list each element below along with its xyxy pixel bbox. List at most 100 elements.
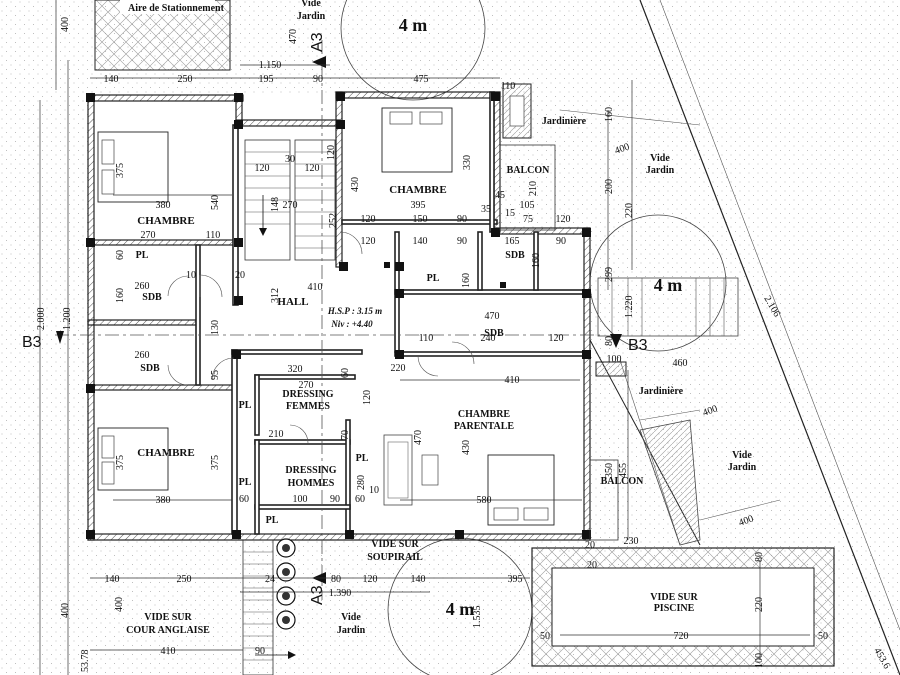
svg-text:210: 210 bbox=[269, 429, 284, 440]
svg-text:100: 100 bbox=[293, 494, 308, 505]
svg-text:380: 380 bbox=[156, 200, 171, 211]
niv-label: Niv : +4.40 bbox=[330, 319, 373, 329]
vide-jardin-right-bottom-1: Vide bbox=[732, 450, 752, 461]
interior-fill bbox=[88, 92, 590, 540]
svg-text:195: 195 bbox=[259, 74, 274, 85]
bed-parentale bbox=[487, 454, 555, 526]
vide-jardin-top-1: Vide bbox=[301, 0, 321, 9]
svg-text:430: 430 bbox=[350, 177, 361, 192]
svg-text:230: 230 bbox=[624, 536, 639, 547]
svg-text:220: 220 bbox=[754, 597, 765, 612]
svg-text:110: 110 bbox=[419, 333, 434, 344]
svg-text:470: 470 bbox=[413, 430, 424, 445]
circle-label-bottom: 4 m bbox=[446, 599, 475, 619]
svg-text:1.220: 1.220 bbox=[624, 296, 635, 319]
bed-left-bottom bbox=[97, 427, 169, 491]
svg-text:60: 60 bbox=[239, 494, 249, 505]
svg-text:120: 120 bbox=[363, 574, 378, 585]
svg-text:1.200: 1.200 bbox=[62, 308, 73, 331]
section-b3-left: B3 bbox=[22, 334, 42, 351]
svg-text:400: 400 bbox=[60, 17, 71, 32]
svg-text:120: 120 bbox=[305, 163, 320, 174]
vide-jardin-right-top-1: Vide bbox=[650, 153, 670, 164]
svg-text:80: 80 bbox=[331, 574, 341, 585]
pl-bottom: PL bbox=[266, 515, 279, 526]
svg-text:60: 60 bbox=[355, 494, 365, 505]
bed-center bbox=[381, 107, 453, 173]
svg-text:400: 400 bbox=[737, 513, 755, 528]
svg-text:140: 140 bbox=[105, 574, 120, 585]
svg-text:720: 720 bbox=[674, 631, 689, 642]
svg-text:160: 160 bbox=[604, 107, 615, 122]
pool bbox=[551, 567, 815, 647]
chambre-parentale-1: CHAMBRE bbox=[458, 409, 511, 420]
svg-text:410: 410 bbox=[505, 375, 520, 386]
svg-text:20: 20 bbox=[585, 540, 595, 551]
stairs-bottom bbox=[242, 539, 296, 675]
tree-circle-top bbox=[340, 0, 486, 101]
circle-label-top: 4 m bbox=[399, 15, 428, 35]
chambre-parentale-2: PARENTALE bbox=[454, 421, 515, 432]
svg-text:580: 580 bbox=[477, 495, 492, 506]
sdb-center: SDB bbox=[484, 328, 504, 339]
svg-text:475: 475 bbox=[414, 74, 429, 85]
svg-text:148: 148 bbox=[270, 197, 281, 212]
vide-jardin-right-bottom-2: Jardin bbox=[728, 462, 757, 473]
svg-text:1.150: 1.150 bbox=[259, 60, 282, 71]
svg-text:400: 400 bbox=[613, 141, 631, 156]
svg-text:120: 120 bbox=[361, 236, 376, 247]
svg-text:430: 430 bbox=[461, 440, 472, 455]
chambre-center: CHAMBRE bbox=[389, 184, 446, 196]
svg-text:2.000: 2.000 bbox=[36, 308, 47, 331]
svg-text:410: 410 bbox=[161, 646, 176, 657]
svg-text:160: 160 bbox=[115, 288, 126, 303]
svg-text:120: 120 bbox=[362, 390, 373, 405]
svg-text:105: 105 bbox=[520, 200, 535, 211]
svg-text:140: 140 bbox=[411, 574, 426, 585]
svg-text:60: 60 bbox=[340, 368, 351, 378]
pl-left: PL bbox=[136, 250, 149, 261]
svg-text:53.78: 53.78 bbox=[80, 650, 91, 673]
columns bbox=[86, 92, 591, 539]
vide-jardin-bottom-1: Vide bbox=[341, 612, 361, 623]
svg-text:270: 270 bbox=[141, 230, 156, 241]
svg-text:250: 250 bbox=[177, 574, 192, 585]
svg-text:10: 10 bbox=[186, 270, 196, 281]
svg-text:460: 460 bbox=[673, 358, 688, 369]
svg-text:70: 70 bbox=[340, 430, 351, 440]
svg-text:312: 312 bbox=[270, 288, 281, 303]
jardiniere-box-bottom bbox=[595, 361, 627, 377]
svg-text:165: 165 bbox=[505, 236, 520, 247]
svg-text:45: 45 bbox=[495, 190, 505, 201]
svg-text:540: 540 bbox=[210, 195, 221, 210]
hsp-label: H.S.P : 3.15 m bbox=[327, 306, 382, 316]
vide-jardin-bottom-2: Jardin bbox=[337, 625, 366, 636]
svg-text:120: 120 bbox=[361, 214, 376, 225]
sdb-center-top: SDB bbox=[505, 250, 525, 261]
svg-text:50: 50 bbox=[540, 631, 550, 642]
svg-text:400: 400 bbox=[114, 597, 125, 612]
vide-soupirail-2: SOUPIRAIL bbox=[367, 552, 423, 563]
vide-cour-2: COUR ANGLAISE bbox=[126, 625, 210, 636]
chambre-left-top: CHAMBRE bbox=[137, 215, 194, 227]
svg-text:120: 120 bbox=[549, 333, 564, 344]
pl-dressing-f: PL bbox=[239, 400, 252, 411]
svg-text:410: 410 bbox=[308, 282, 323, 293]
sofa bbox=[383, 434, 439, 506]
svg-text:252: 252 bbox=[328, 213, 339, 228]
dressing-hommes-1: DRESSING bbox=[285, 465, 336, 476]
balcon-bottom-frame bbox=[589, 459, 619, 541]
svg-text:90: 90 bbox=[313, 74, 323, 85]
svg-text:375: 375 bbox=[210, 455, 221, 470]
svg-text:90: 90 bbox=[255, 646, 265, 657]
dressing-femmes-1: DRESSING bbox=[282, 389, 333, 400]
svg-text:250: 250 bbox=[178, 74, 193, 85]
dimension-labels: 140 250 195 90 475 1.150 110 470 400 140… bbox=[36, 17, 892, 672]
pool-label-1: VIDE SUR bbox=[650, 592, 698, 603]
svg-text:380: 380 bbox=[156, 495, 171, 506]
vide-jardin-top-2: Jardin bbox=[297, 11, 326, 22]
hatch-zone bbox=[639, 419, 701, 546]
svg-text:395: 395 bbox=[508, 574, 523, 585]
svg-text:20: 20 bbox=[235, 270, 245, 281]
dimension-lines bbox=[39, 0, 810, 675]
